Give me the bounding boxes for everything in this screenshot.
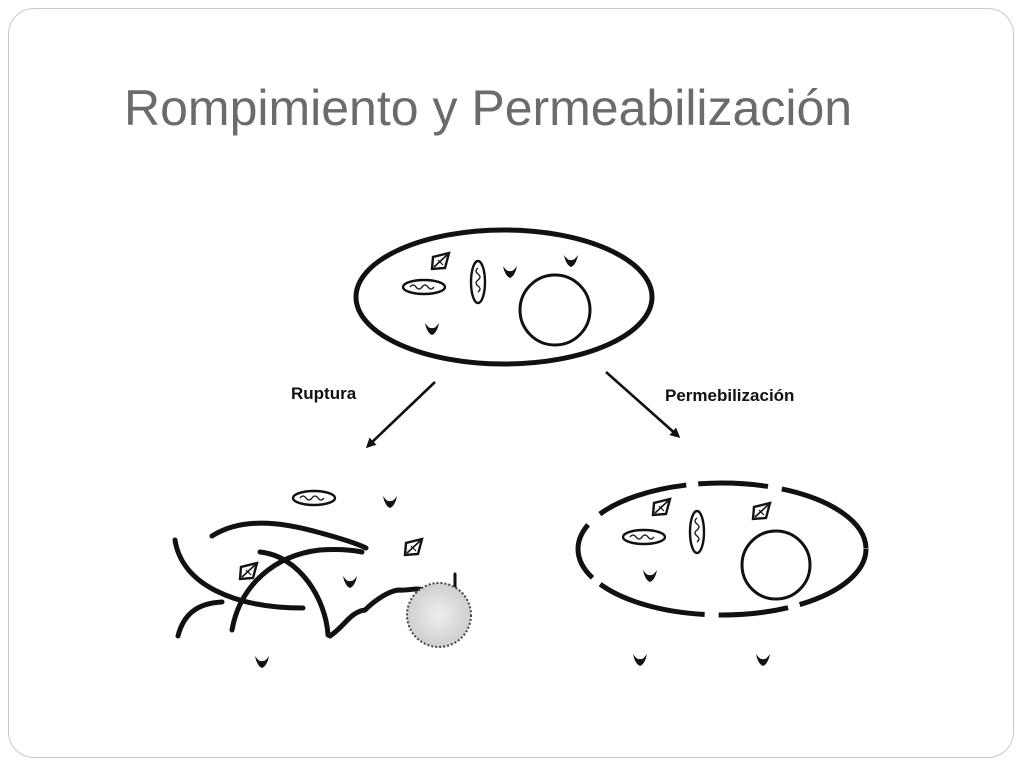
permeabilization-label: Permebilización [665,386,794,405]
permeabilized-cell-chloroplast [651,497,672,517]
intact-cell-vesicle [503,266,517,278]
slide-frame [8,8,1014,758]
slide-title: Rompimiento y Permeabilización [124,80,853,136]
permeabilized-cell-vesicle [643,570,657,582]
ruptured-cell [172,489,472,668]
intact-cell-vesicle [425,323,439,335]
permeabilized-cell-chloroplast [751,501,772,521]
released-chloroplast [403,537,424,557]
intact-cell-chloroplast [430,251,451,271]
intact-cell [353,227,655,367]
membrane-fragment [209,520,369,551]
intact-cell-nucleus [518,273,592,347]
intact-cell-vesicle [564,255,578,267]
membrane-fragment [327,586,431,639]
permeabilized-cell-mitochondrion-v [688,509,706,555]
released-mitochondrion [291,489,337,507]
membrane-fragment [229,547,365,633]
released-nucleus [406,582,472,648]
intact-cell-mitochondrion-v [469,259,487,305]
leaked-vesicle [633,654,647,666]
released-vesicle [343,576,357,588]
membrane-fragment [175,599,225,639]
released-vesicle [383,496,397,508]
intact-cell-membrane [353,227,655,367]
permeabilized-cell-membrane [575,480,869,618]
permeabilized-cell-nucleus [740,529,812,601]
permeabilized-cell [575,480,869,666]
leaked-vesicle [756,654,770,666]
released-vesicle [255,656,269,668]
membrane-fragment [257,549,331,638]
membrane-fragment [172,537,306,611]
permeabilized-cell-mitochondrion-h [621,528,667,546]
permeabilization-arrow [605,371,681,438]
rupture-arrow [365,381,436,449]
intact-cell-mitochondrion-h [401,278,447,296]
rupture-label: Ruptura [291,384,357,403]
released-chloroplast [238,561,259,581]
